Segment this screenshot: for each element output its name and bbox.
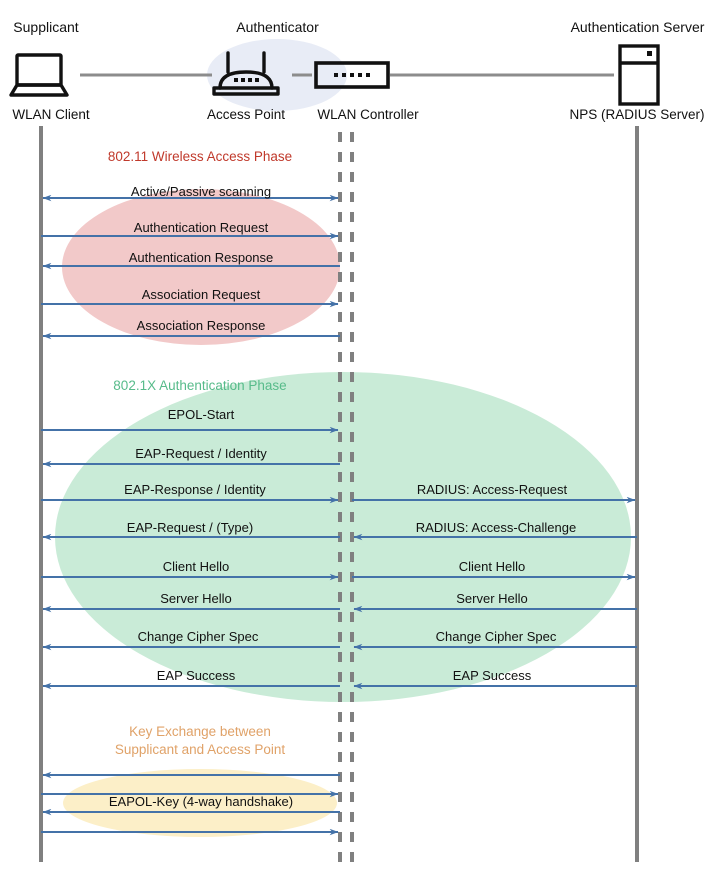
node-label-access-point: Access Point [206, 107, 286, 122]
message-label-eap-request-identity: EAP-Request / Identity [135, 446, 267, 461]
message-label-epol-start: EPOL-Start [167, 407, 235, 422]
phase-title-key-exchange-line1: Key Exchange between [129, 724, 271, 739]
phase-title-key-exchange: Key Exchange between Supplicant and Acce… [60, 723, 340, 759]
wireless-phase-ellipse [62, 189, 340, 345]
message-label-client-hello-right: Client Hello [458, 559, 526, 574]
access-point-leds [234, 78, 259, 82]
node-label-nps-radius-server: NPS (RADIUS Server) [569, 107, 705, 122]
laptop-icon [9, 53, 69, 97]
message-label-authentication-response: Authentication Response [128, 250, 274, 265]
message-label-server-hello-left: Server Hello [160, 591, 232, 606]
arrows-key-exchange [41, 771, 340, 836]
server-icon [618, 44, 660, 106]
wlan-controller-icon [314, 61, 390, 89]
message-label-change-cipher-spec-right: Change Cipher Spec [435, 629, 557, 644]
phase-title-dot1x-auth: 802.1X Authentication Phase [113, 378, 287, 393]
message-label-eap-response-identity: EAP-Response / Identity [124, 482, 266, 497]
arrows-dot1x-left [41, 426, 340, 690]
message-label-association-response: Association Response [136, 318, 266, 333]
message-label-eap-success-left: EAP Success [156, 668, 236, 683]
message-label-authentication-request: Authentication Request [133, 220, 269, 235]
message-label-radius-access-request: RADIUS: Access-Request [416, 482, 568, 497]
role-header-auth-server: Authentication Server [570, 19, 705, 35]
access-point-icon [212, 51, 280, 96]
arrows-wireless-phase [41, 194, 340, 340]
role-header-authenticator: Authenticator [236, 19, 319, 35]
message-label-association-request: Association Request [141, 287, 261, 302]
node-label-wlan-client: WLAN Client [12, 107, 90, 122]
message-label-eap-success-right: EAP Success [452, 668, 532, 683]
message-label-client-hello-left: Client Hello [162, 559, 230, 574]
role-header-supplicant: Supplicant [13, 19, 79, 35]
wlan-controller-leds [334, 73, 370, 77]
key-exchange-ellipse [63, 769, 337, 837]
node-label-wlan-controller: WLAN Controller [317, 107, 419, 122]
dot1x-phase-ellipse [55, 372, 631, 702]
server-led [647, 51, 652, 56]
phase-title-key-exchange-line2: Supplicant and Access Point [114, 742, 286, 758]
message-label-eap-request-type: EAP-Request / (Type) [126, 520, 254, 535]
message-label-active-passive-scanning: Active/Passive scanning [130, 184, 272, 199]
message-label-change-cipher-spec-left: Change Cipher Spec [137, 629, 259, 644]
phase-title-wireless-access: 802.11 Wireless Access Phase [107, 149, 293, 164]
message-label-server-hello-right: Server Hello [456, 591, 528, 606]
arrows-dot1x-right [352, 496, 637, 690]
message-label-eapol-key-handshake: EAPOL-Key (4-way handshake) [108, 794, 294, 809]
message-label-radius-access-challenge: RADIUS: Access-Challenge [415, 520, 577, 535]
